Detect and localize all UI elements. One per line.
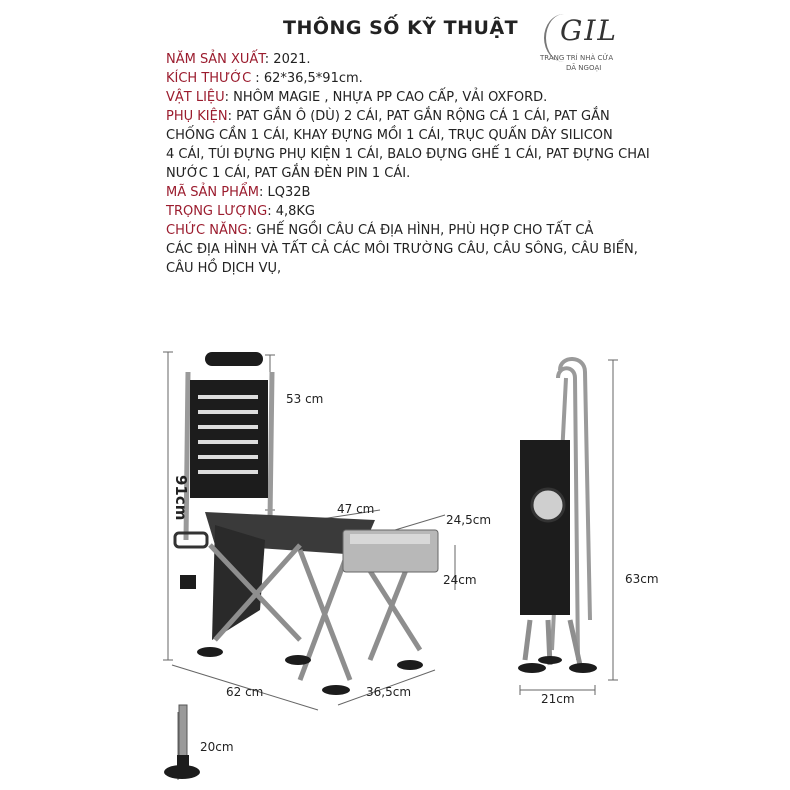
chair-main (173, 352, 439, 695)
spec-row: TRỌNG LƯỢNG: 4,8KG (166, 202, 646, 221)
dim-leg-length: 20cm (200, 740, 234, 754)
dim-seat-width: 47 cm (337, 502, 375, 516)
dim-folded-width: 21cm (541, 692, 575, 706)
spec-value: : 2021. (264, 52, 311, 67)
side-bag (212, 525, 265, 640)
spec-row: CÂU HỒ DỊCH VỤ, (166, 259, 646, 278)
headrest (205, 352, 263, 366)
spec-value: : GHẾ NGỒI CÂU CÁ ĐỊA HÌNH, PHÙ HỢP CHO … (247, 223, 594, 238)
legs (208, 543, 423, 681)
logo-brand: GIL (560, 14, 619, 47)
dim-total-height: 91cm (172, 475, 190, 521)
logo-arc (544, 14, 584, 62)
spec-value: 4 CÁI, TÚI ĐỰNG PHỤ KIỆN 1 CÁI, BALO ĐỰN… (166, 147, 650, 162)
spec-key: CHỨC NĂNG (166, 223, 248, 238)
brand-logo: GIL TRANG TRÍ NHÀ CỬA DÃ NGOẠI (538, 10, 638, 80)
spec-key: PHỤ KIỆN (166, 109, 228, 124)
logo-tagline-1: TRANG TRÍ NHÀ CỬA (540, 54, 614, 62)
spec-row: CÁC ĐỊA HÌNH VÀ TẤT CẢ CÁC MÔI TRƯỜNG CÂ… (166, 240, 646, 259)
spec-value: NƯỚC 1 CÁI, PAT GẮN ĐÈN PIN 1 CÁI. (166, 166, 411, 181)
dim-tray-width: 24,5cm (446, 513, 492, 527)
spec-value: CÁC ĐỊA HÌNH VÀ TẤT CẢ CÁC MÔI TRƯỜNG CÂ… (166, 242, 638, 257)
chair-folded (518, 357, 597, 673)
dim-tray-depth: 24cm (443, 573, 477, 587)
spec-row: NƯỚC 1 CÁI, PAT GẮN ĐÈN PIN 1 CÁI. (166, 164, 646, 183)
dim-base-depth: 36,5cm (366, 685, 412, 699)
dim-back-height: 53 cm (286, 392, 324, 406)
backrest (190, 380, 268, 498)
spec-value: : 62*36,5*91cm. (251, 71, 363, 86)
spec-row: KÍCH THƯỚC : 62*36,5*91cm. (166, 69, 646, 88)
page-title: THÔNG SỐ KỸ THUẬT (283, 17, 519, 39)
spec-key: NĂM SẢN XUẤT (166, 52, 265, 67)
spec-row: PHỤ KIỆN: PAT GẮN Ô (DÙ) 2 CÁI, PAT GẮN … (166, 107, 646, 126)
spec-key: KÍCH THƯỚC (166, 71, 252, 86)
spec-value: : LQ32B (258, 185, 311, 200)
spec-value: : PAT GẮN Ô (DÙ) 2 CÁI, PAT GẮN RỘNG CÁ … (227, 109, 610, 124)
dim-folded-height: 63cm (625, 572, 659, 586)
rod-holder (173, 531, 209, 549)
spec-row: MÃ SẢN PHẨM: LQ32B (166, 183, 646, 202)
dim-base-width: 62 cm (226, 685, 264, 699)
spec-value: CHỐNG CẦN 1 CÁI, KHAY ĐỰNG MỒI 1 CÁI, TR… (166, 128, 613, 143)
spec-row: CHỨC NĂNG: GHẾ NGỒI CÂU CÁ ĐỊA HÌNH, PHÙ… (166, 221, 646, 240)
spec-list: NĂM SẢN XUẤT: 2021. KÍCH THƯỚC : 62*36,5… (166, 50, 650, 278)
spec-key: MÃ SẢN PHẨM (166, 185, 259, 200)
spec-row: CHỐNG CẦN 1 CÁI, KHAY ĐỰNG MỒI 1 CÁI, TR… (166, 126, 646, 145)
spec-value: CÂU HỒ DỊCH VỤ, (166, 261, 282, 276)
spec-key: TRỌNG LƯỢNG (166, 204, 268, 219)
spec-key: VẬT LIỆU (166, 90, 225, 105)
feet (197, 647, 423, 695)
spec-row: VẬT LIỆU: NHÔM MAGIE , NHỰA PP CAO CẤP, … (166, 88, 646, 107)
spec-value: : NHÔM MAGIE , NHỰA PP CAO CẤP, VẢI OXFO… (224, 90, 548, 105)
logo-tagline-2: DÃ NGOẠI (566, 64, 602, 72)
spec-value: : 4,8KG (267, 204, 315, 219)
spec-row: 4 CÁI, TÚI ĐỰNG PHỤ KIỆN 1 CÁI, BALO ĐỰN… (166, 145, 650, 164)
leg-detail (164, 704, 200, 779)
spec-row: NĂM SẢN XUẤT: 2021. (166, 50, 646, 69)
